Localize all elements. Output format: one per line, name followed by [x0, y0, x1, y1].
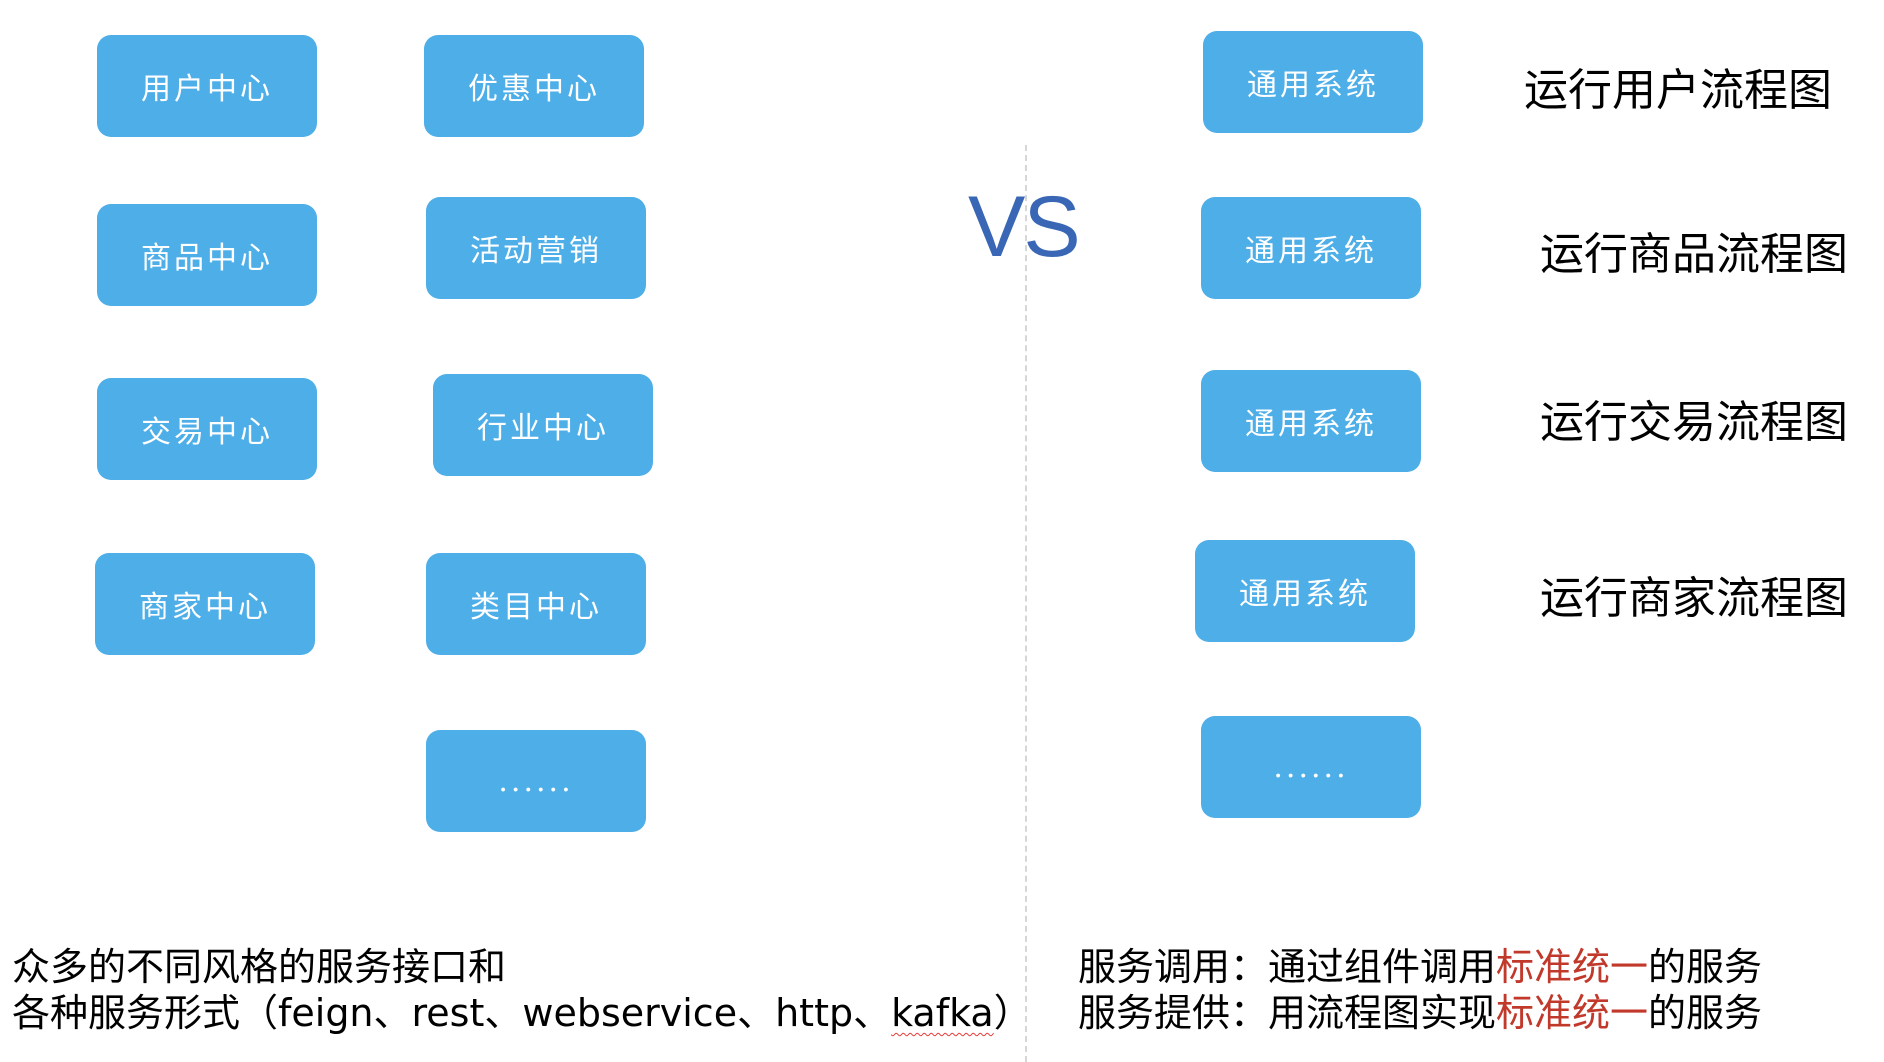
service-box-category-center: 类目中心 — [426, 553, 646, 655]
service-call-prefix: 服务调用：通过组件调用 — [1078, 945, 1497, 989]
run-flow-label-2: 运行商品流程图 — [1540, 229, 1848, 280]
generic-system-box-3: 通用系统 — [1201, 370, 1421, 472]
bottom-right-line-2: 服务提供：用流程图实现标准统一的服务 — [1078, 990, 1762, 1036]
service-box-marketing: 活动营销 — [426, 197, 646, 299]
service-call-suffix: 的服务 — [1648, 945, 1763, 989]
bottom-left-text: 众多的不同风格的服务接口和 各种服务形式（feign、rest、webservi… — [12, 944, 1032, 1036]
bottom-right-line-1: 服务调用：通过组件调用标准统一的服务 — [1078, 944, 1762, 990]
service-box-product-center: 商品中心 — [97, 204, 317, 306]
service-provide-highlight: 标准统一 — [1496, 991, 1649, 1035]
bottom-left-line-2-prefix: 各种服务形式（feign、rest、webservice、http、 — [12, 991, 892, 1035]
generic-system-box-more: ...... — [1201, 716, 1421, 818]
service-box-merchant-center: 商家中心 — [95, 553, 315, 655]
center-divider — [1025, 145, 1027, 1062]
generic-system-box-1: 通用系统 — [1203, 31, 1423, 133]
service-box-industry-center: 行业中心 — [433, 374, 653, 476]
bottom-right-text: 服务调用：通过组件调用标准统一的服务 服务提供：用流程图实现标准统一的服务 — [1078, 944, 1762, 1036]
bottom-left-line-2: 各种服务形式（feign、rest、webservice、http、kafka） — [12, 990, 1032, 1036]
bottom-left-line-1: 众多的不同风格的服务接口和 — [12, 945, 507, 989]
generic-system-box-2: 通用系统 — [1201, 197, 1421, 299]
service-box-more: ...... — [426, 730, 646, 832]
vs-text: VS — [968, 179, 1081, 275]
bottom-left-line-2-suffix: ） — [993, 991, 1032, 1035]
service-box-user-center: 用户中心 — [97, 35, 317, 137]
run-flow-label-3: 运行交易流程图 — [1540, 397, 1848, 448]
service-box-trade-center: 交易中心 — [97, 378, 317, 480]
service-provide-prefix: 服务提供：用流程图实现 — [1078, 991, 1497, 1035]
service-provide-suffix: 的服务 — [1648, 991, 1763, 1035]
run-flow-label-4: 运行商家流程图 — [1540, 573, 1848, 624]
service-box-coupon-center: 优惠中心 — [424, 35, 644, 137]
bottom-left-kafka: kafka — [891, 991, 994, 1035]
run-flow-label-1: 运行用户流程图 — [1524, 65, 1832, 116]
service-call-highlight: 标准统一 — [1496, 945, 1649, 989]
generic-system-box-4: 通用系统 — [1195, 540, 1415, 642]
